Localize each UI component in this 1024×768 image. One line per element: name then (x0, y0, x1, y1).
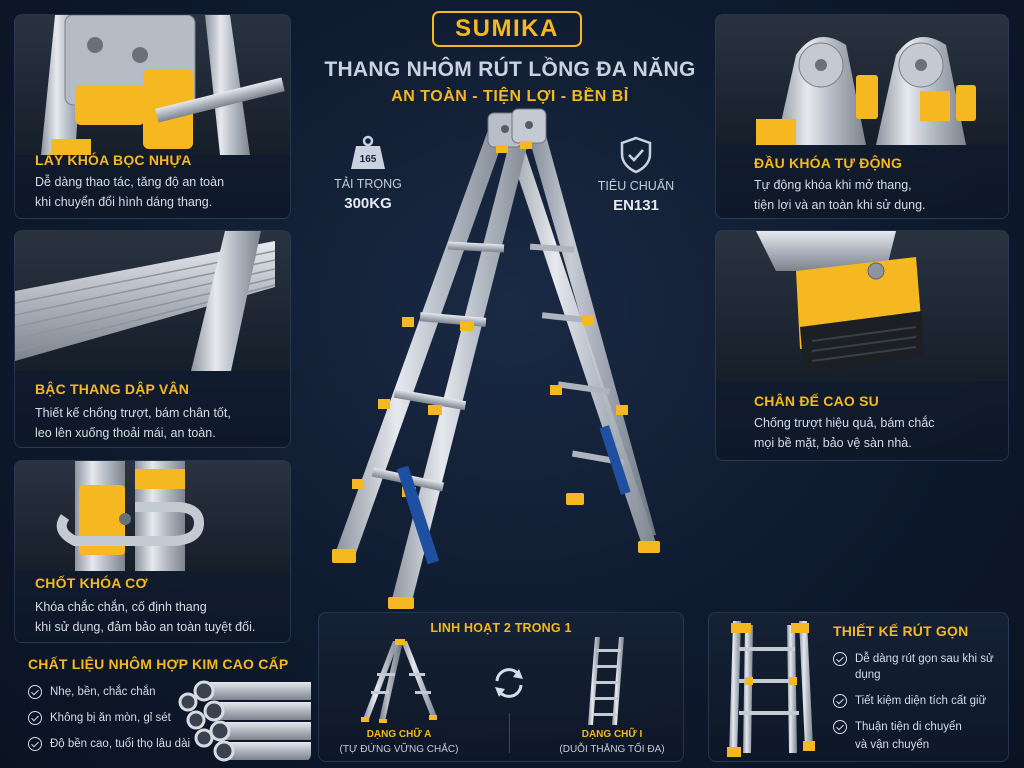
a-frame-ladder-icon (361, 639, 437, 723)
modes-title: LINH HOẠT 2 TRONG 1 (430, 621, 572, 635)
list-item: Dễ dàng rút gọn sau khi sử dụng (833, 651, 1008, 683)
check-icon (28, 737, 42, 751)
swap-arrows-icon (495, 668, 523, 698)
compact-card: THIẾT KẾ RÚT GỌN Dễ dàng rút gọn sau khi… (708, 612, 1009, 762)
page-title: THANG NHÔM RÚT LỒNG ĐA NĂNG (324, 58, 696, 81)
feature-title: CHÂN ĐẾ CAO SU (754, 393, 879, 409)
mode-a-label: DẠNG CHỮ A(TỰ ĐỨNG VỮNG CHẮC) (339, 729, 459, 755)
list-item-continuation: và vận chuyển (855, 739, 930, 751)
auto-lock-hinge-photo (716, 15, 1008, 145)
list-item: Không bị ăn mòn, gỉ sét (28, 710, 190, 726)
feature-desc: Thiết kế chống trượt, bám chân tốt,leo l… (35, 406, 231, 440)
spec-standard: TIÊU CHUẨN EN131 (596, 135, 676, 214)
feature-card-rubber-foot: CHÂN ĐẾ CAO SU Chống trượt hiệu quả, bám… (715, 230, 1009, 461)
list-item: Thuận tiện di chuyển (833, 719, 1008, 735)
spec-standard-label: TIÊU CHUẨN (597, 179, 675, 193)
feature-card-textured-step: BẬC THANG DẬP VÂN Thiết kế chống trượt, … (14, 230, 291, 448)
shield-check-icon (620, 136, 652, 174)
feature-title: ĐẦU KHÓA TỰ ĐỘNG (754, 155, 903, 171)
check-icon (833, 720, 847, 734)
feature-desc: Tự động khóa khi mở thang,tiện lợi và an… (754, 178, 926, 212)
check-icon (833, 652, 847, 666)
feature-title: BẬC THANG DẬP VÂN (35, 381, 190, 397)
check-icon (28, 711, 42, 725)
page-subtitle: AN TOÀN - TIỆN LỢI - BỀN BỈ (391, 88, 629, 105)
material-list: Nhẹ, bền, chắc chắn Không bị ăn mòn, gỉ … (28, 684, 190, 762)
modes-card: LINH HOẠT 2 TRONG 1 DẠNG CHỮ A(TỰ ĐỨNG V… (318, 612, 684, 762)
rubber-foot-photo (716, 231, 1008, 381)
material-title: CHẤT LIỆU NHÔM HỢP KIM CAO CẤP (28, 656, 289, 672)
textured-step-photo (15, 231, 290, 371)
check-icon (28, 685, 42, 699)
mode-i-label: DẠNG CHỮ I(DUỖI THẲNG TỐI ĐA) (559, 729, 665, 755)
ladder-a-frame-image (332, 108, 660, 609)
brand-logo: SUMIKA (432, 11, 582, 47)
i-ladder-icon (588, 637, 624, 725)
aluminium-tubes-image (178, 680, 311, 762)
compact-title: THIẾT KẾ RÚT GỌN (833, 623, 969, 639)
mechanical-pin-photo (15, 461, 290, 571)
feature-card-mechanical-pin: CHỐT KHÓA CƠ Khóa chắc chắn, cố định tha… (14, 460, 291, 643)
spec-standard-value: EN131 (613, 197, 659, 214)
check-icon (833, 694, 847, 708)
feature-card-auto-lock: ĐẦU KHÓA TỰ ĐỘNG Tự động khóa khi mở tha… (715, 14, 1009, 219)
spec-load-label: TẢI TRỌNG (334, 177, 402, 191)
compact-ladder-image (727, 621, 815, 757)
plastic-latch-photo (15, 15, 290, 155)
weight-icon: 165 (351, 135, 385, 169)
compact-list: Dễ dàng rút gọn sau khi sử dụng Tiết kiệ… (833, 651, 1008, 761)
brand-name: SUMIKA (455, 15, 559, 42)
list-item: Tiết kiệm diện tích cất giữ (833, 693, 1008, 709)
feature-title: CHỐT KHÓA CƠ (35, 575, 148, 591)
svg-text:165: 165 (360, 154, 377, 165)
list-item: Nhẹ, bền, chắc chắn (28, 684, 190, 700)
list-item: Độ bền cao, tuổi thọ lâu dài (28, 736, 190, 752)
feature-title: LẪY KHÓA BỌC NHỰA (35, 152, 192, 168)
feature-card-plastic-latch: LẪY KHÓA BỌC NHỰA Dễ dàng thao tác, tăng… (14, 14, 291, 219)
divider (509, 713, 510, 753)
spec-load-value: 300KG (344, 195, 392, 212)
spec-load: 165 TẢI TRỌNG 300KG (328, 135, 408, 212)
material-card: CHẤT LIỆU NHÔM HỢP KIM CAO CẤP Nhẹ, bền,… (14, 650, 311, 762)
